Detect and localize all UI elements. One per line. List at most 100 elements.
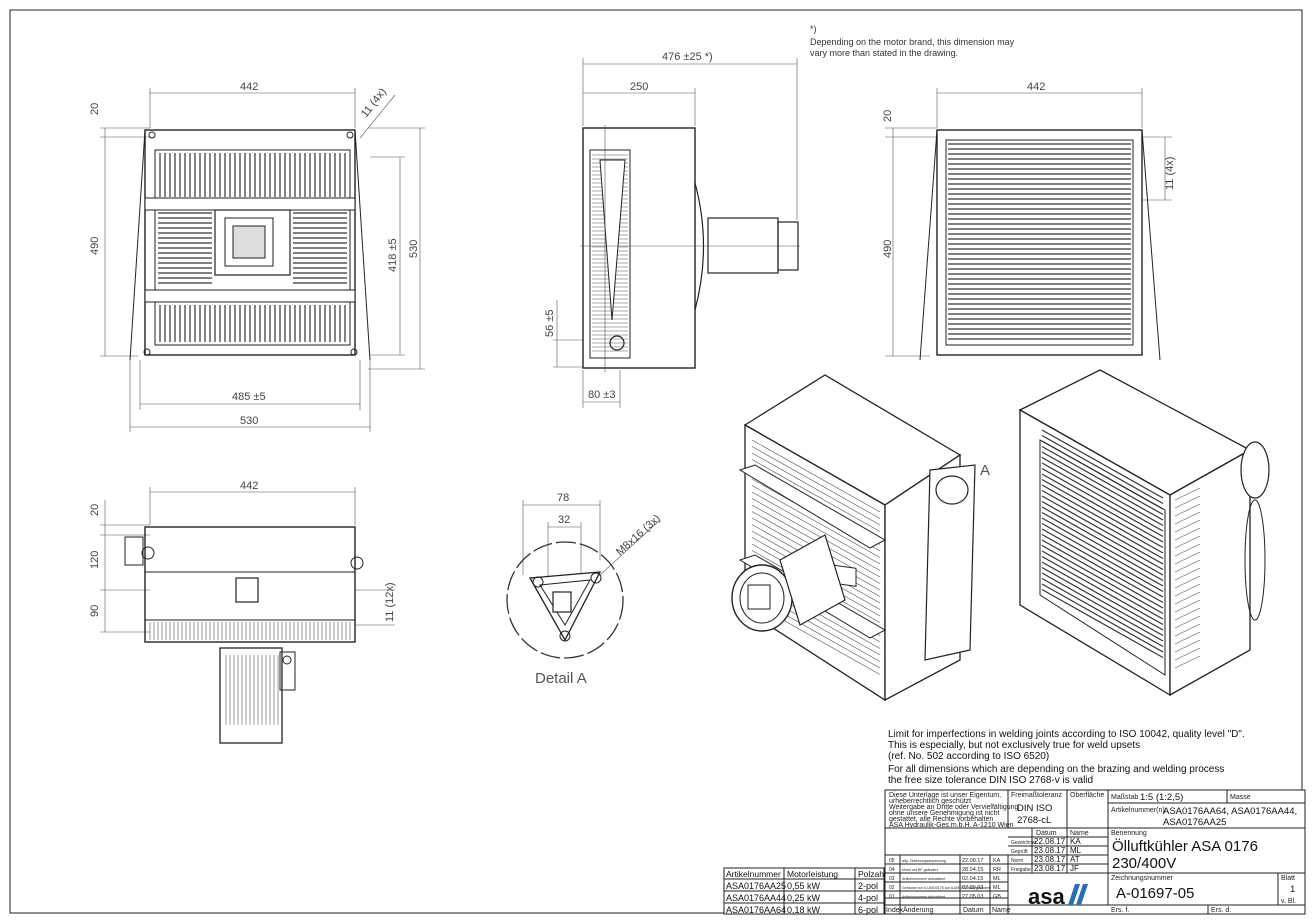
front-height-right-dim: 530 (408, 240, 420, 258)
article-line-2: ASA0176AA25 (1163, 817, 1226, 828)
variants-table: Artikelnummer Motorleistung PolzahlASA0176… (723, 867, 886, 915)
revision-index: 02 (889, 885, 895, 891)
revision-name: RR (993, 867, 1001, 873)
rear-width-top-dim: 442 (1027, 81, 1045, 93)
detail-a-label: Detail A (535, 670, 587, 687)
drawing-number: A-01697-05 (1116, 885, 1194, 902)
article-line-1: ASA0176AA64, ASA0176AA44, (1163, 806, 1297, 817)
title-block: Diese Unterlage ist unser Eigentum, urhe… (884, 789, 1306, 915)
detail-thread-dim: M8x16 (3x) (614, 512, 663, 558)
variants-header: Artikelnummer (726, 869, 781, 879)
scale-label: Maßstab (1111, 794, 1138, 801)
approval-role: Norm (1011, 858, 1023, 864)
approval-name: ML (1070, 846, 1082, 855)
bottom-d3-dim: 90 (89, 605, 101, 617)
detail-a-view: 78 32 M8x16 (3x) Detail A (506, 492, 663, 687)
front-bolt-dim: 11 (4x) (359, 86, 389, 120)
revision-date: 02.04.15 (962, 876, 983, 882)
revision-index: 01 (889, 894, 895, 900)
side-offset-bottom-dim: 80 ±3 (588, 389, 615, 401)
footnote: *) Depending on the motor brand, this di… (810, 24, 1015, 58)
bottom-d2-dim: 120 (89, 551, 101, 569)
note-line-5: the free size tolerance DIN ISO 2768-v i… (888, 775, 1093, 786)
revision-index: 04 (889, 867, 895, 873)
note-line-1: Limit for imperfections in welding joint… (888, 729, 1245, 740)
revision-date: 28.04.15 (962, 867, 983, 873)
variants-cell: 4-pol (858, 893, 878, 903)
ownership-line-6: ASA Hydraulik-Ges.m.b.H. A-1210 Wien (889, 822, 1014, 829)
note-line-3: (ref. No. 502 according to ISO 6520) (888, 751, 1049, 762)
revision-text: Artikelnummern aktualisiert (902, 877, 945, 881)
approval-date: 23.08.17 (1034, 846, 1066, 855)
designation-label: Benennung (1111, 830, 1147, 837)
footnote-line-2: vary more than stated in the drawing. (810, 48, 958, 58)
ownership-line-2: urheberrechtlich geschützt (889, 798, 971, 805)
revision-index: 05 (889, 858, 895, 864)
rear-height-left-dim: 490 (882, 240, 894, 258)
logo-text: asa (1028, 884, 1065, 909)
rear-top-offset-dim: 20 (882, 110, 894, 122)
drawing-frame (9, 9, 1303, 914)
rev-col-date: Datum (963, 907, 984, 914)
replaces-label: Ers. f. (1111, 907, 1129, 914)
variants-header: Motorleistung (787, 869, 838, 879)
revision-date: 02.09.03 (962, 885, 983, 891)
front-top-offset-dim: 20 (89, 103, 101, 115)
isometric-view-front: A (731, 374, 990, 702)
article-label: Artikelnummer(n): (1111, 807, 1167, 814)
variants-cell: ASA0176AA64 (726, 905, 786, 915)
datum-label: Datum (1036, 830, 1057, 837)
replaced-label: Ers. d. (1211, 907, 1231, 914)
variants-cell: 6-pol (858, 905, 878, 915)
drawing-title-line-1: Ölluftkühler ASA 0176 (1112, 837, 1258, 855)
ownership-line-3: Weitergabe an Dritte oder Vervielfältigu… (889, 804, 1019, 811)
side-depth-dim: 250 (630, 81, 648, 93)
detail-width-2-dim: 32 (558, 514, 570, 526)
variants-cell: 0,55 kW (787, 881, 821, 891)
welding-notes: Limit for imperfections in welding joint… (888, 729, 1245, 786)
sheet-value: 1 (1290, 884, 1295, 895)
revision-index: 03 (889, 876, 895, 882)
front-height-left-dim: 490 (89, 237, 101, 255)
revision-date: 22.08.17 (962, 858, 983, 864)
revision-name: ML (993, 885, 1001, 891)
bottom-view: 442 20 120 90 11 (12x) (89, 480, 396, 744)
approval-role: Gezeichnet (1011, 840, 1037, 846)
bottom-d1-dim: 20 (89, 504, 101, 516)
detail-width-1-dim: 78 (557, 492, 569, 504)
revision-text: Motor mit BF geändert (902, 868, 938, 872)
revision-name: ML (993, 876, 1001, 882)
rev-col-change: Änderung (903, 906, 933, 914)
note-line-2: This is especially, but not exclusively … (888, 740, 1140, 751)
bottom-width-top-dim: 442 (240, 480, 258, 492)
note-line-4: For all dimensions which are depending o… (888, 764, 1224, 775)
approval-date: 23.08.17 (1034, 855, 1066, 864)
front-view: 442 20 490 11 (4x) 418 ±5 530 485 ±5 530 (89, 81, 425, 432)
variants-header: Polzahl (858, 869, 886, 879)
drawing-number-label: Zeichnungsnummer (1111, 875, 1174, 882)
front-width-inner-dim: 485 ±5 (232, 391, 266, 403)
tolerance-value-2: 2768-cL (1017, 815, 1051, 826)
revision-text: allg. Zeichnungsanpassung (902, 859, 946, 863)
variants-cell: 2-pol (858, 881, 878, 891)
approval-name: JF (1070, 864, 1079, 873)
revision-date: 27.05.03 (962, 894, 983, 900)
side-height-low-dim: 56 ±5 (544, 310, 556, 337)
name-label: Name (1070, 830, 1089, 837)
revision-name: KA (993, 858, 1001, 864)
front-height-inner-dim: 418 ±5 (387, 238, 399, 272)
isometric-view-rear (1018, 369, 1270, 697)
variants-cell: 0,25 kW (787, 893, 821, 903)
asa-logo: asa (1028, 884, 1088, 909)
revision-text: Gehäuse von ILUMO0176 auf ILUMO0176AA ge… (902, 886, 990, 890)
variants-cell: 0,18 kW (787, 905, 821, 915)
ownership-line-5: gestattet, alle Rechte vorbehalten (889, 816, 993, 823)
rev-col-index: Index (886, 907, 904, 914)
isometric-detail-marker: A (980, 462, 990, 479)
approval-name: KA (1070, 837, 1081, 846)
side-depth-total-dim: 476 ±25 *) (662, 51, 713, 63)
rear-bolt-dim: 11 (4x) (1164, 157, 1176, 190)
mass-label: Masse (1230, 794, 1251, 801)
approval-role: Freigabe (1011, 867, 1031, 873)
